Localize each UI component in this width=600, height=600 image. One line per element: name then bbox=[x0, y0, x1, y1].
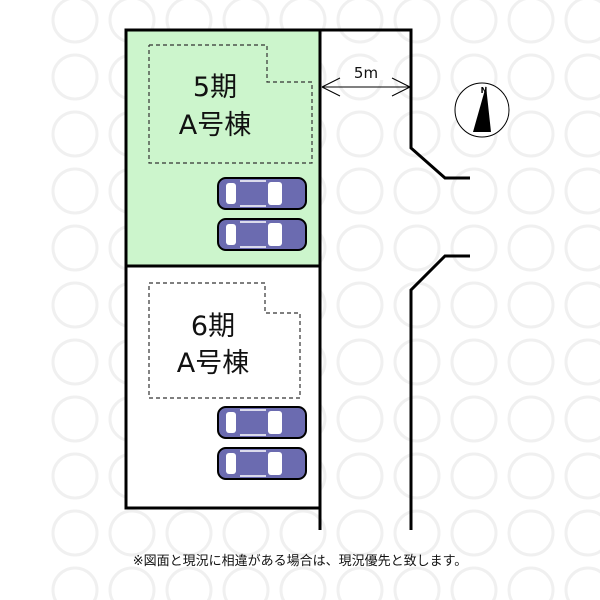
watermark-mark bbox=[336, 167, 384, 215]
lot-6-phase: 6期 bbox=[191, 311, 235, 342]
watermark-mark bbox=[393, 0, 441, 44]
watermark-mark bbox=[450, 167, 498, 215]
watermark-mark bbox=[51, 110, 99, 158]
building-outline-6 bbox=[148, 282, 301, 399]
watermark-mark bbox=[450, 509, 498, 557]
watermark-mark bbox=[51, 566, 99, 600]
watermark-mark bbox=[279, 566, 327, 600]
watermark-mark bbox=[450, 395, 498, 443]
watermark-mark bbox=[450, 338, 498, 386]
watermark-mark bbox=[51, 167, 99, 215]
watermark-mark bbox=[51, 509, 99, 557]
watermark-mark bbox=[336, 509, 384, 557]
watermark-mark bbox=[450, 224, 498, 272]
watermark-mark bbox=[564, 167, 600, 215]
watermark-mark bbox=[564, 0, 600, 44]
watermark-mark bbox=[393, 338, 441, 386]
car-icon bbox=[217, 447, 307, 480]
watermark-mark bbox=[507, 281, 555, 329]
watermark-mark bbox=[507, 566, 555, 600]
watermark-mark bbox=[564, 224, 600, 272]
watermark-mark bbox=[507, 224, 555, 272]
watermark-mark bbox=[336, 566, 384, 600]
footer-note: ※図面と現況に相違がある場合は、現況優先と致します。 bbox=[132, 554, 468, 569]
watermark-mark bbox=[51, 53, 99, 101]
watermark-mark bbox=[393, 167, 441, 215]
lot-5-building: A号棟 bbox=[179, 110, 251, 141]
watermark-mark bbox=[507, 338, 555, 386]
watermark-mark bbox=[393, 509, 441, 557]
watermark-mark bbox=[564, 452, 600, 500]
watermark-mark bbox=[51, 281, 99, 329]
watermark-mark bbox=[336, 0, 384, 44]
watermark-mark bbox=[564, 395, 600, 443]
watermark-mark bbox=[108, 509, 156, 557]
car-icon bbox=[217, 218, 307, 251]
watermark-mark bbox=[393, 566, 441, 600]
road-boundary bbox=[318, 28, 470, 530]
watermark-mark bbox=[564, 53, 600, 101]
watermark-mark bbox=[507, 167, 555, 215]
watermark-mark bbox=[222, 566, 270, 600]
watermark-mark bbox=[507, 452, 555, 500]
building-outline-5 bbox=[148, 44, 313, 164]
watermark-mark bbox=[450, 281, 498, 329]
north-compass-icon: N bbox=[454, 82, 510, 138]
watermark-mark bbox=[564, 110, 600, 158]
watermark-mark bbox=[336, 110, 384, 158]
watermark-mark bbox=[336, 395, 384, 443]
watermark-mark bbox=[336, 224, 384, 272]
lot-6-building: A号棟 bbox=[177, 348, 249, 379]
watermark-mark bbox=[393, 281, 441, 329]
parking-cars bbox=[217, 177, 307, 480]
watermark-mark bbox=[564, 566, 600, 600]
watermark-mark bbox=[507, 110, 555, 158]
watermark-mark bbox=[165, 566, 213, 600]
watermark-mark bbox=[393, 110, 441, 158]
watermark-mark bbox=[51, 0, 99, 44]
watermark-mark bbox=[393, 452, 441, 500]
watermark-mark bbox=[51, 338, 99, 386]
watermark-mark bbox=[564, 338, 600, 386]
road-width-label: 5m bbox=[354, 64, 378, 82]
watermark-mark bbox=[108, 566, 156, 600]
watermark-mark bbox=[222, 509, 270, 557]
watermark-mark bbox=[450, 452, 498, 500]
car-icon bbox=[217, 406, 307, 439]
watermark-mark bbox=[507, 53, 555, 101]
watermark-mark bbox=[450, 566, 498, 600]
road-width-dimension bbox=[321, 77, 411, 97]
watermark-mark bbox=[165, 509, 213, 557]
watermark-mark bbox=[564, 509, 600, 557]
watermark-mark bbox=[51, 452, 99, 500]
watermark-mark bbox=[564, 281, 600, 329]
watermark-mark bbox=[336, 338, 384, 386]
watermark-mark bbox=[507, 395, 555, 443]
car-icon bbox=[217, 177, 307, 210]
compass-north-label: N bbox=[481, 86, 488, 95]
watermark-mark bbox=[393, 53, 441, 101]
watermark-mark bbox=[393, 224, 441, 272]
watermark-mark bbox=[450, 0, 498, 44]
watermark-mark bbox=[336, 452, 384, 500]
watermark-mark bbox=[507, 509, 555, 557]
watermark-mark bbox=[507, 0, 555, 44]
watermark-mark bbox=[279, 509, 327, 557]
lot-5-phase: 5期 bbox=[193, 72, 237, 103]
watermark-mark bbox=[393, 395, 441, 443]
watermark-mark bbox=[51, 224, 99, 272]
watermark-mark bbox=[336, 281, 384, 329]
watermark-mark bbox=[51, 395, 99, 443]
